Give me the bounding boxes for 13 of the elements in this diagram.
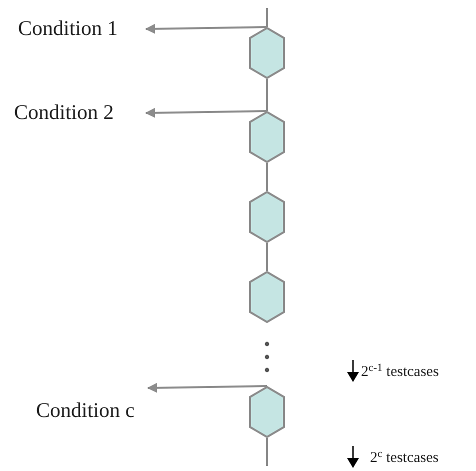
- connector-line: [266, 163, 268, 191]
- condition-label: Condition 1: [18, 15, 119, 42]
- connector-line: [266, 79, 268, 111]
- condition-label: Condition c: [36, 397, 136, 424]
- arrow: [145, 24, 268, 34]
- testcase-count-label: 2$^{c}$ testcases: [370, 448, 439, 468]
- condition-label: Condition 2: [14, 99, 115, 126]
- connector-line: [266, 8, 268, 27]
- connector-line: [266, 243, 268, 271]
- connector-line: [266, 438, 268, 466]
- arrow: [147, 382, 268, 393]
- arrow: [145, 108, 268, 118]
- testcase-count-label: 2$^{c-1}$ testcases: [361, 362, 439, 382]
